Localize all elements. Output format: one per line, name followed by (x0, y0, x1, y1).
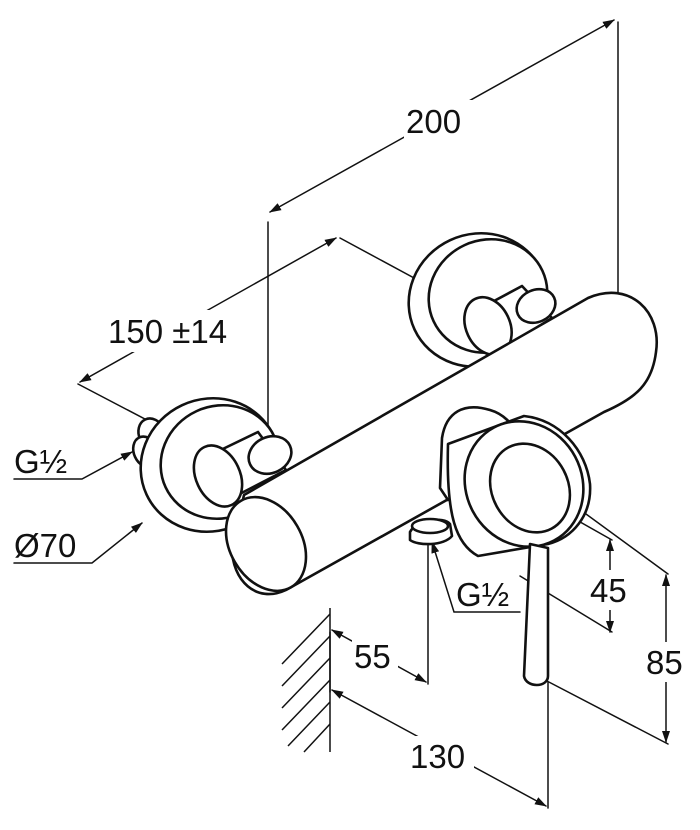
label-130: 130 (410, 738, 465, 775)
cartridge-housing (438, 406, 592, 558)
rosette-right (407, 231, 557, 369)
label-85: 85 (646, 644, 683, 681)
outlet-connector (408, 517, 454, 546)
dimension-labels: 200 150 ±14 G½ Ø70 G½ 45 85 55 130 (14, 100, 690, 776)
lever-handle (522, 542, 550, 687)
label-rosette-diameter: Ø70 (14, 527, 76, 564)
dim-85-ext-bottom (544, 679, 669, 745)
label-150: 150 ±14 (108, 313, 227, 350)
faucet-mixer (131, 231, 659, 687)
label-outlet-thread: G½ (456, 576, 509, 613)
leader-rosette-diameter (13, 522, 143, 564)
leader-outlet-thread (431, 541, 521, 613)
leader-inlet-thread (13, 451, 133, 480)
wall-hatching (281, 608, 331, 753)
label-55: 55 (354, 638, 391, 675)
label-inlet-thread: G½ (14, 443, 67, 480)
label-45: 45 (590, 572, 627, 609)
label-200: 200 (406, 103, 461, 140)
